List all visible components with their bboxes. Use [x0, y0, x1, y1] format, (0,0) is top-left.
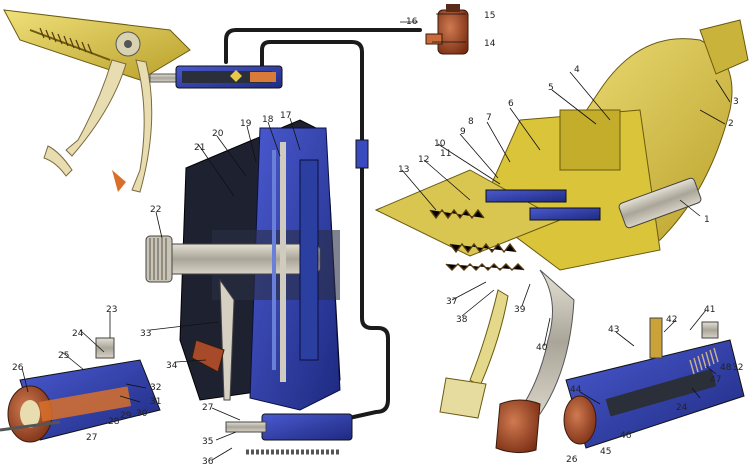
callout-17: 17: [280, 111, 291, 121]
clutch-master-cylinder-top: [175, 65, 283, 89]
leader-lines: [21, 13, 731, 461]
callout-26-right: 26: [566, 455, 578, 465]
clutch-slave-cylinder: [225, 413, 353, 455]
callout-28: 28: [108, 417, 120, 427]
callout-19: 19: [240, 119, 252, 129]
callout-36: 36: [202, 457, 214, 467]
callout-13: 13: [398, 165, 409, 175]
callout-37: 37: [446, 297, 457, 307]
callout-43: 43: [608, 325, 619, 335]
callout-14: 14: [484, 39, 496, 49]
callout-23: 23: [106, 305, 117, 315]
callout-7: 7: [486, 113, 492, 123]
callout-3: 3: [733, 97, 739, 107]
callout-41: 41: [704, 305, 715, 315]
pedal-assembly-top-left: [3, 9, 191, 193]
callout-47: 47: [710, 375, 721, 385]
callout-27-center: 27: [202, 403, 213, 413]
pipe-union: [355, 139, 369, 169]
callout-31: 31: [150, 397, 161, 407]
callout-33: 33: [140, 329, 151, 339]
callout-24-left: 24: [72, 329, 84, 339]
callout-39: 39: [514, 305, 526, 315]
callout-42: 42: [666, 315, 677, 325]
callout-18: 18: [262, 115, 274, 125]
callout-45: 45: [600, 447, 611, 457]
callout-32-right: 32: [732, 363, 743, 373]
callout-35: 35: [202, 437, 213, 447]
callout-26-left: 26: [12, 363, 24, 373]
cylinder-cutaway-right: [563, 317, 745, 449]
clutch-housing: [145, 119, 341, 411]
callout-11: 11: [440, 149, 451, 159]
callout-labels: 1 2 3 4 5 6 7 8 9 10 11 12 13 14 15 16 1…: [12, 11, 743, 467]
callout-25: 25: [58, 351, 69, 361]
callout-5: 5: [548, 83, 554, 93]
fluid-reservoir: [425, 4, 469, 55]
callout-29: 29: [120, 411, 132, 421]
callout-15: 15: [484, 11, 495, 21]
callout-32-left: 32: [150, 383, 161, 393]
callout-40: 40: [536, 343, 548, 353]
callout-9: 9: [460, 127, 466, 137]
callout-48: 48: [720, 363, 732, 373]
callout-6: 6: [508, 99, 514, 109]
callout-30: 30: [136, 409, 148, 419]
callout-46: 46: [620, 431, 632, 441]
callout-21: 21: [194, 143, 205, 153]
callout-12: 12: [418, 155, 429, 165]
callout-4: 4: [574, 65, 580, 75]
callout-22: 22: [150, 205, 161, 215]
brake-booster: [374, 19, 749, 454]
callout-16: 16: [406, 17, 418, 27]
callout-10: 10: [434, 139, 446, 149]
callout-38: 38: [456, 315, 468, 325]
callout-44: 44: [570, 385, 582, 395]
callout-8: 8: [468, 117, 474, 127]
callout-34: 34: [166, 361, 178, 371]
hydraulic-pipe: [224, 28, 422, 422]
callout-20: 20: [212, 129, 224, 139]
callout-24-right: 24: [676, 403, 688, 413]
callout-2: 2: [728, 119, 734, 129]
cylinder-cutaway-left: [0, 337, 161, 443]
callout-1: 1: [704, 215, 710, 225]
callout-27-left: 27: [86, 433, 97, 443]
